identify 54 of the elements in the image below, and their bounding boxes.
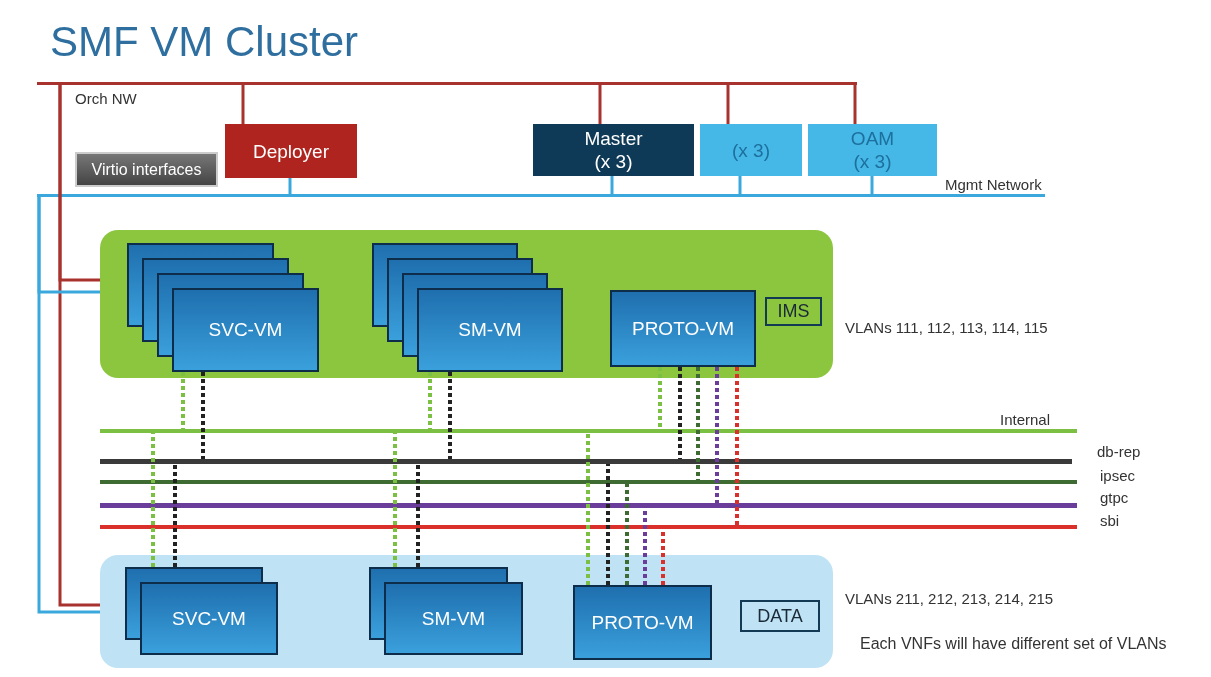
connector-line: [241, 85, 245, 124]
connector-line: [715, 367, 719, 503]
connector-line: [201, 372, 205, 459]
connector-line: [428, 372, 432, 429]
deployer-box: Deployer: [225, 124, 357, 178]
connector-line: [661, 529, 665, 585]
connector-line: [173, 464, 177, 567]
network-label: Internal: [1000, 411, 1051, 428]
master-box: Master (x 3): [533, 124, 694, 176]
vm-stack: SVC-VM: [127, 243, 319, 372]
network-label: sbi: [1100, 512, 1120, 529]
vm-stack: PROTO-VM: [610, 290, 756, 367]
connector-line: [598, 85, 602, 124]
vm-stack: SM-VM: [372, 243, 563, 372]
connector-line: [870, 176, 874, 194]
connector-line: [735, 367, 739, 525]
vlan-note: VLANs 211, 212, 213, 214, 215: [845, 590, 1054, 607]
network-line: [37, 194, 1045, 197]
vlan-note: VLANs 111, 112, 113, 114, 115: [845, 319, 1048, 336]
network-label: ipsec: [1100, 467, 1136, 484]
store-box: (x 3): [700, 124, 802, 176]
connector-line: [658, 367, 662, 429]
network-label: gtpc: [1100, 489, 1129, 506]
connector-line: [853, 85, 857, 124]
connector-line: [696, 367, 700, 480]
network-line: [37, 82, 857, 85]
connector-line: [586, 433, 590, 585]
connector-line: [151, 433, 155, 567]
interface-box: Virtio interfaces: [75, 152, 218, 187]
network-label: Orch NW: [75, 90, 137, 107]
group-label: IMS: [765, 297, 822, 326]
connector-line: [643, 508, 647, 585]
connector-line: [181, 372, 185, 429]
connector-line: [610, 176, 614, 194]
group-label: DATA: [740, 600, 820, 632]
group-panel: [100, 230, 833, 378]
network-label: db-rep: [1097, 443, 1141, 460]
title: SMF VM Cluster: [50, 18, 359, 66]
connector-line: [448, 372, 452, 459]
connector-line: [625, 484, 629, 585]
oam-box: OAM (x 3): [808, 124, 937, 176]
connector-line: [393, 433, 397, 567]
connector-line: [606, 464, 610, 585]
connector-line: [37, 197, 100, 614]
connector-line: [58, 85, 100, 607]
group-panel: [100, 555, 833, 668]
vm-stack: PROTO-VM: [573, 585, 712, 660]
connector-line: [678, 367, 682, 459]
connector-line: [416, 464, 420, 567]
connector-line: [726, 85, 730, 124]
connector-line: [738, 176, 742, 194]
note: Each VNFs will have different set of VLANs: [860, 635, 1167, 653]
connector-line: [288, 178, 292, 194]
network-label: Mgmt Network: [945, 176, 1042, 193]
